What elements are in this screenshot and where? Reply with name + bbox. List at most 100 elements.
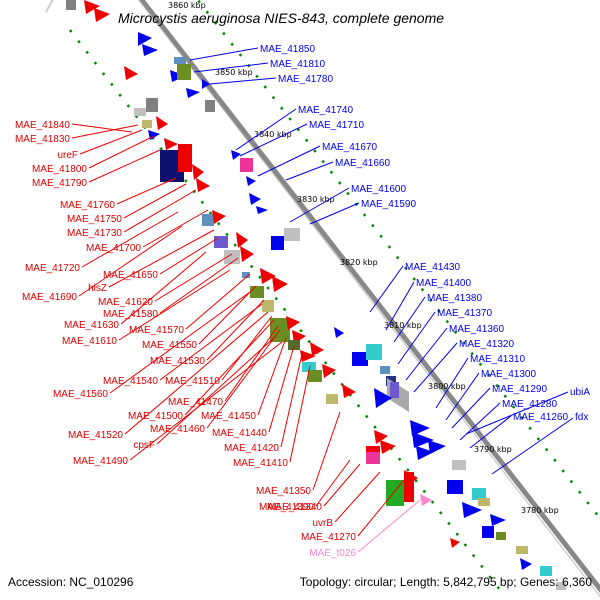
gene-arrow	[202, 79, 210, 89]
gene-block	[174, 57, 186, 64]
gene-arrow	[334, 327, 344, 338]
gene-block	[447, 480, 463, 494]
gene-label: MAE_41410	[233, 458, 288, 469]
gene-label: MAE_41550	[142, 340, 197, 351]
gene-arrow	[164, 138, 178, 150]
gene-label: hisZ	[88, 283, 107, 294]
gene-block	[516, 546, 528, 554]
gene-arrow	[342, 384, 356, 398]
gene-label: MAE_41800	[32, 164, 87, 175]
gene-block	[366, 452, 380, 464]
gene-arrow	[462, 502, 482, 518]
gene-label: MAE_41460	[150, 424, 205, 435]
gene-arrow	[374, 430, 388, 444]
gene-block	[386, 480, 404, 506]
gene-label: MAE_41340	[267, 502, 322, 513]
gene-block	[452, 460, 466, 470]
scale-ticks: 3860 kbp 3850 kbp 3840 kbp 3830 kbp 3820…	[168, 1, 559, 515]
gene-label: uvrB	[312, 518, 333, 529]
gene-arrow	[428, 440, 446, 454]
gene-label: MAE_41440	[212, 428, 267, 439]
gene-label: MAE_41570	[129, 325, 184, 336]
gene-block	[240, 158, 253, 172]
gene-label: MAE_41540	[103, 376, 158, 387]
gene-label: MAE_41750	[67, 214, 122, 225]
gene-block	[271, 236, 284, 250]
gene-arrow	[84, 0, 100, 14]
gene-arrow	[374, 388, 392, 408]
gene-label: MAE_41590	[361, 199, 416, 210]
gene-arrow	[286, 316, 300, 330]
gene-label: MAE_41790	[32, 178, 87, 189]
gene-block	[472, 488, 486, 500]
gene-label: MAE_41600	[351, 184, 406, 195]
scale-tick-label: 3780 kbp	[521, 506, 559, 515]
gene-arrow	[249, 193, 261, 205]
gene-block	[134, 108, 146, 116]
genome-backbone	[45, 0, 600, 598]
genome-title: Microcystis aeruginosa NIES-843, complet…	[118, 10, 444, 26]
gene-block	[308, 370, 322, 382]
gene-label: MAE_41370	[437, 308, 492, 319]
gene-block	[404, 472, 414, 502]
gene-arrow	[124, 66, 138, 80]
scale-tick-label: 3810 kbp	[384, 321, 422, 330]
gene-block	[262, 300, 274, 312]
left-gene-labels: MAE_41840 MAE_41830 ureF MAE_41800 MAE_4…	[15, 120, 356, 559]
gene-block	[478, 498, 490, 506]
gene-label: MAE_41520	[68, 430, 123, 441]
reverse-strand-genes	[138, 32, 566, 590]
gene-label: MAE_41630	[64, 320, 119, 331]
gene-label: cpsF	[133, 440, 155, 451]
gene-label: MAE_41390	[259, 502, 314, 513]
gene-arrow	[490, 514, 506, 526]
gene-label: MAE_41320	[459, 339, 514, 350]
gene-label: MAE_41360	[449, 324, 504, 335]
gene-block	[177, 64, 191, 80]
gene-label: MAE_41350	[256, 486, 311, 497]
gene-label: MAE_41720	[25, 263, 80, 274]
gene-block	[288, 340, 300, 350]
gene-block	[326, 394, 338, 404]
gene-arrow	[142, 44, 158, 56]
gene-block	[66, 0, 76, 10]
inner-tick-track	[69, 29, 501, 591]
gene-arrow	[236, 232, 248, 248]
gene-label: MAE_41470	[168, 397, 223, 408]
gene-label: MAE_41560	[53, 389, 108, 400]
left-leader-lines	[71, 123, 421, 553]
gene-label: MAE_41530	[150, 356, 205, 367]
gene-label: MAE_41450	[201, 411, 256, 422]
gene-label: MAE_41730	[67, 228, 122, 239]
gene-label: MAE_41670	[322, 142, 377, 153]
gene-label: MAE_41610	[62, 336, 117, 347]
gene-arrow	[416, 446, 434, 460]
gene-label: MAE_41690	[22, 292, 77, 303]
gene-label: ubiA	[570, 387, 590, 398]
gene-label: MAE_41740	[298, 105, 353, 116]
gene-block	[496, 532, 506, 540]
scale-tick-label: 3820 kbp	[340, 258, 378, 267]
gene-label: MAE_41270	[301, 532, 356, 543]
gene-arrow	[192, 164, 204, 180]
gene-label: MAE_41310	[470, 354, 525, 365]
outer-tick-track	[196, 0, 600, 521]
gene-arrow	[410, 420, 430, 436]
gene-label: MAE_41760	[60, 200, 115, 211]
gene-block	[146, 98, 158, 112]
gene-arrow	[240, 246, 254, 262]
gene-arrow	[380, 440, 396, 454]
scale-tick-label: 3840 kbp	[254, 130, 292, 139]
gene-label: MAE_41710	[309, 120, 364, 131]
gene-arrow	[310, 342, 324, 356]
gene-label: MAE_41780	[278, 74, 333, 85]
gene-block	[284, 228, 300, 241]
gene-arrow	[260, 268, 276, 284]
gene-label: MAE_41380	[427, 293, 482, 304]
gene-block	[380, 366, 390, 374]
gene-label: MAE_41300	[481, 369, 536, 380]
scale-tick-label: 3860 kbp	[168, 1, 206, 10]
gene-label: MAE_41420	[224, 443, 279, 454]
gene-arrow	[186, 88, 200, 98]
